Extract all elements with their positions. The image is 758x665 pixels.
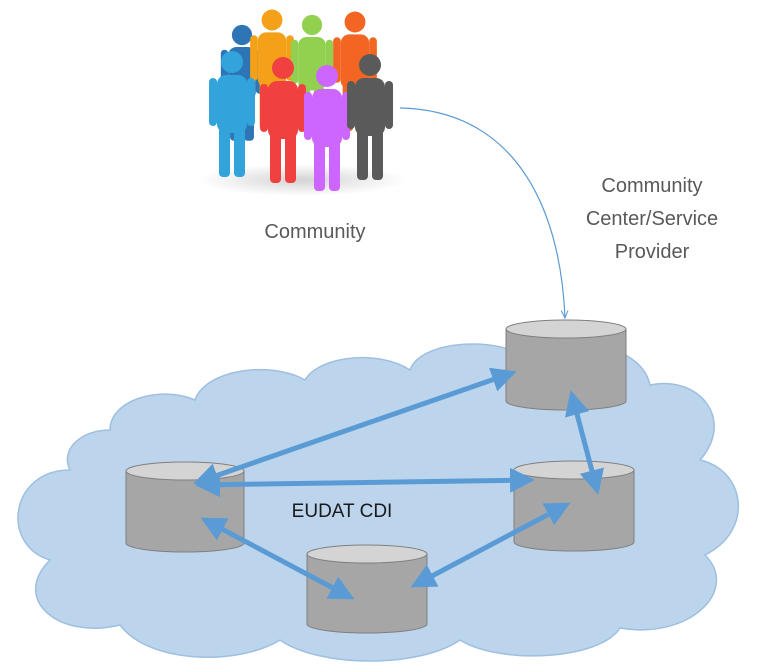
cylinder-top [505,319,627,339]
database-cylinder-icon [306,553,428,634]
link-bottom-right [410,502,571,588]
cylinder-top [513,460,635,480]
community-label: Community [264,221,365,243]
provider-label-line-1: Community [601,175,702,197]
person-light-blue [209,51,255,177]
database-cylinder-icon [505,328,627,411]
community-provider-connector [399,107,565,318]
storage-node-bottom [306,544,428,634]
link-left-right [195,467,535,498]
community-people-icon [197,9,407,196]
provider-label-line-2: Center/Service [586,208,718,230]
link-left-top [193,367,517,488]
storage-node-left [125,461,245,553]
provider-label-line-3: Provider [615,241,690,263]
cylinder-top [306,544,428,564]
person-gray [347,54,393,180]
link-top-right [565,390,604,495]
people-shadow [197,164,407,196]
cdi-links [193,367,604,600]
link-left-bottom [200,517,355,600]
cdi-label: EUDAT CDI [292,501,393,522]
storage-node-provider [505,319,627,411]
storage-node-right [513,460,635,552]
database-cylinder-icon [513,469,635,552]
